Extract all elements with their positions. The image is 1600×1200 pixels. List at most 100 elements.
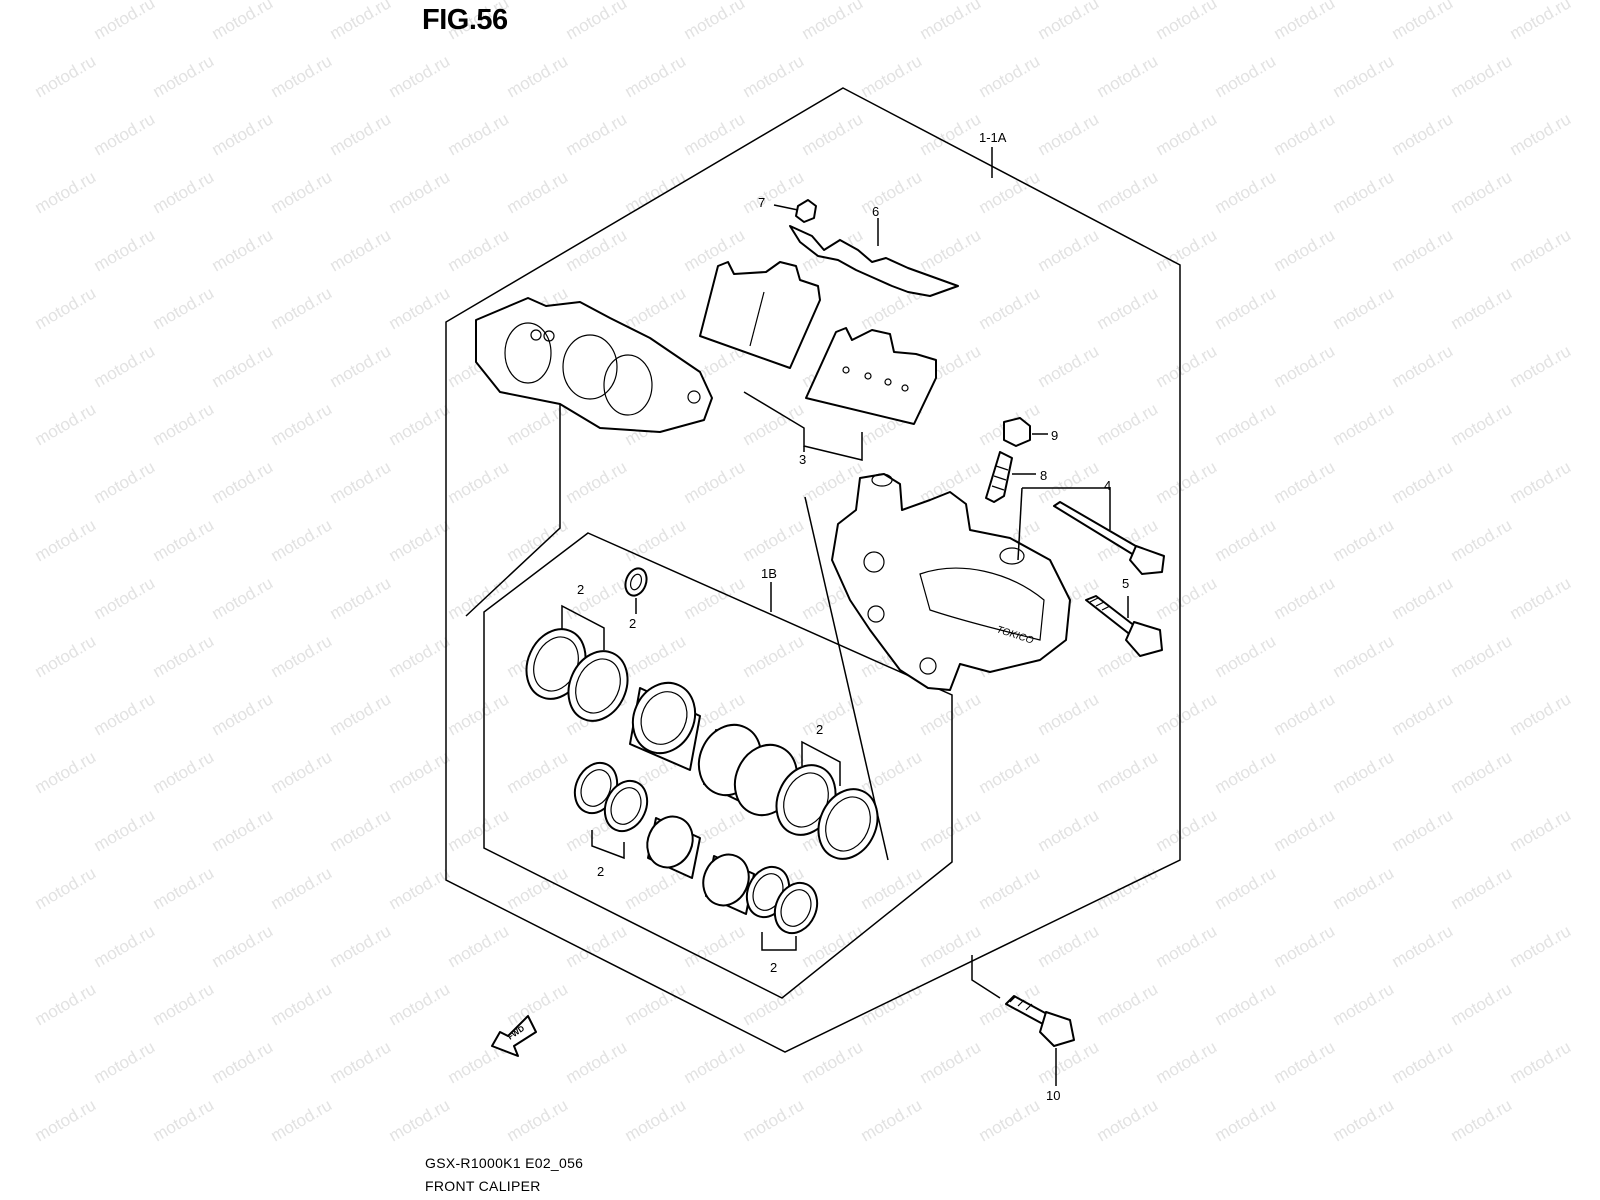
watermark-text: motod.ru — [32, 979, 100, 1029]
watermark-text: motod.ru — [1389, 457, 1457, 507]
watermark-text: motod.ru — [1212, 167, 1280, 217]
watermark-text: motod.ru — [976, 283, 1044, 333]
watermark-text: motod.ru — [504, 515, 572, 565]
watermark-text: motod.ru — [1212, 863, 1280, 913]
watermark-text: motod.ru — [209, 341, 277, 391]
piston-large-b — [697, 723, 799, 817]
watermark-text: motod.ru — [268, 631, 336, 681]
callout-bleeder-cap: 9 — [1051, 428, 1058, 443]
watermark-text: motod.ru — [150, 1095, 218, 1145]
watermark-text: motod.ru — [563, 109, 631, 159]
seal-upper-right-b — [817, 788, 879, 860]
watermark-text: motod.ru — [1212, 747, 1280, 797]
watermark-text: motod.ru — [386, 863, 454, 913]
watermark-text: motod.ru — [681, 573, 749, 623]
watermark-text: motod.ru — [1448, 863, 1516, 913]
callout-seal-a: 2 — [577, 582, 584, 597]
watermark-text: motod.ru — [91, 805, 159, 855]
watermark-text: motod.ru — [1507, 341, 1575, 391]
watermark-text: motod.ru — [209, 921, 277, 971]
watermark-text: motod.ru — [799, 689, 867, 739]
watermark-text: motod.ru — [32, 283, 100, 333]
watermark-text: motod.ru — [445, 689, 513, 739]
watermark-text: motod.ru — [445, 921, 513, 971]
watermark-text: motod.ru — [917, 109, 985, 159]
watermark-text: motod.ru — [209, 805, 277, 855]
watermark-text: motod.ru — [1212, 979, 1280, 1029]
watermark-text: motod.ru — [1212, 283, 1280, 333]
watermark-text: motod.ru — [445, 225, 513, 275]
watermark-text: motod.ru — [858, 863, 926, 913]
watermark-text: motod.ru — [1094, 979, 1162, 1029]
caliper-bolt-leader — [971, 955, 1001, 999]
watermark-text: motod.ru — [858, 51, 926, 101]
screw-leader — [773, 204, 799, 211]
watermark-text: motod.ru — [386, 283, 454, 333]
watermark-text: motod.ru — [150, 399, 218, 449]
watermark-text: motod.ru — [1330, 1095, 1398, 1145]
watermark-text: motod.ru — [386, 399, 454, 449]
watermark-text: motod.ru — [386, 1095, 454, 1145]
housing-to-kit-leader — [804, 496, 889, 861]
watermark-text: motod.ru — [681, 457, 749, 507]
callout-seal-small: 2 — [629, 616, 636, 631]
callout-screw: 7 — [758, 195, 765, 210]
watermark-text: motod.ru — [976, 1095, 1044, 1145]
pad-spring — [789, 225, 959, 297]
watermark-text: motod.ru — [858, 1095, 926, 1145]
watermark-text: motod.ru — [1153, 805, 1221, 855]
watermark-text: motod.ru — [32, 399, 100, 449]
watermark-text: motod.ru — [1389, 1037, 1457, 1087]
watermark-text: motod.ru — [740, 51, 808, 101]
watermark-text: motod.ru — [1271, 109, 1339, 159]
watermark-text: motod.ru — [1507, 1037, 1575, 1087]
bleeder-valve — [985, 451, 1013, 503]
watermark-text: motod.ru — [622, 51, 690, 101]
watermark-text: motod.ru — [1153, 0, 1221, 43]
watermark-text: motod.ru — [1271, 0, 1339, 43]
watermark-text: motod.ru — [268, 747, 336, 797]
caliper-main-body: TOKICO — [831, 473, 1071, 691]
watermark-text: motod.ru — [799, 457, 867, 507]
watermark-text: motod.ru — [327, 341, 395, 391]
watermark-text: motod.ru — [976, 51, 1044, 101]
watermark-text: motod.ru — [917, 225, 985, 275]
watermark-text: motod.ru — [91, 689, 159, 739]
watermark-text: motod.ru — [1448, 631, 1516, 681]
watermark-text: motod.ru — [386, 515, 454, 565]
watermark-text: motod.ru — [150, 515, 218, 565]
watermark-text: motod.ru — [1507, 0, 1575, 43]
callout-seal-c: 2 — [597, 864, 604, 879]
brake-pad-front — [699, 261, 821, 369]
watermark-text: motod.ru — [1389, 689, 1457, 739]
watermark-text: motod.ru — [268, 515, 336, 565]
assembly-frame — [445, 87, 1181, 1053]
watermark-text: motod.ru — [91, 0, 159, 43]
watermark-text: motod.ru — [1389, 225, 1457, 275]
watermark-text: motod.ru — [917, 0, 985, 43]
watermark-text: motod.ru — [1271, 225, 1339, 275]
watermark-text: motod.ru — [268, 1095, 336, 1145]
watermark-text: motod.ru — [1507, 109, 1575, 159]
watermark-text: motod.ru — [32, 631, 100, 681]
figure-title: FIG.56 — [422, 4, 508, 36]
watermark-text: motod.ru — [740, 1095, 808, 1145]
watermark-text: motod.ru — [1330, 515, 1398, 565]
watermark-text: motod.ru — [268, 399, 336, 449]
watermark-text: motod.ru — [327, 225, 395, 275]
watermark-text: motod.ru — [1507, 457, 1575, 507]
watermark-text: motod.ru — [1212, 399, 1280, 449]
watermark-text: motod.ru — [681, 0, 749, 43]
watermark-text: motod.ru — [268, 863, 336, 913]
watermark-text: motod.ru — [386, 51, 454, 101]
watermark-text: motod.ru — [917, 805, 985, 855]
watermark-text: motod.ru — [740, 515, 808, 565]
callout-assembly: 1-1A — [979, 130, 1007, 145]
watermark-text: motod.ru — [1448, 283, 1516, 333]
watermark-text: motod.ru — [1448, 515, 1516, 565]
fwd-arrow-icon: FWD — [491, 1015, 537, 1057]
watermark-text: motod.ru — [150, 979, 218, 1029]
watermark-text: motod.ru — [150, 51, 218, 101]
watermark-text: motod.ru — [91, 341, 159, 391]
callout-pin: 4 — [1104, 478, 1111, 493]
